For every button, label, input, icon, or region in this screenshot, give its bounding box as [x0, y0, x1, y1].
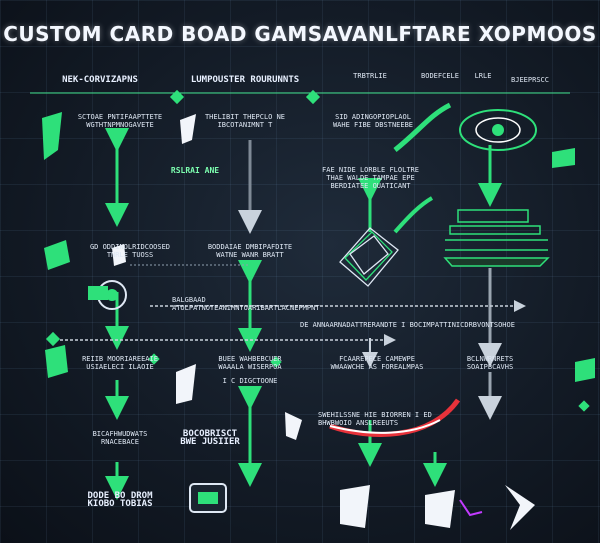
header-5: LRLE: [474, 72, 492, 80]
swoosh-green: [393, 102, 452, 152]
dice-target-icon: [88, 280, 127, 310]
label-11: BUEE WAHBEBCUER WAAALA WISERPOA: [218, 355, 282, 371]
pawn-icon-1: [42, 112, 62, 160]
label-15: SWEHILSSNE HIE BIORREN I ED BHWBWOIO ANS…: [318, 411, 432, 427]
label-1: SCTOAE PNTIFAAPTTETE WGTHTNPMNOGAVETE: [77, 113, 163, 129]
card-shape-3: [505, 485, 535, 530]
label-2: THELIBIT THEPCLO NE IBCOTANIMNT T: [204, 113, 286, 129]
pawn-icon-3: [44, 240, 70, 270]
label-8: BALGBAAD ATOLPATNOTEANIMNTOARIBARTLACNEP…: [172, 296, 320, 312]
label-18: DODE BO DROM KIOBO TOBIAS: [87, 491, 153, 509]
page-title: CUSTOM CARD BOAD GAMSAVANLFTARE XOPMOOS: [3, 22, 597, 46]
header-1: NEK-CORVIZAPNS: [62, 75, 138, 85]
label-13: FCAAREPECE CAMEWPE WWAAWCHE AS FOREALMPA…: [330, 355, 424, 371]
pawn-icon-4: [45, 345, 68, 378]
pawn-icon-7: [552, 148, 575, 168]
label-17: BOCOBRISCT BWE JUSIIER: [180, 429, 240, 447]
label-3: SID ADINGOPIOPLAOL WAHE FIBE DBSTNEEBE: [332, 113, 414, 129]
pawn-icon-5: [176, 364, 196, 404]
label-4: RSLRAI ANE: [170, 166, 220, 175]
pawn-icon-6: [285, 412, 302, 440]
label-7: BODDAIAE DMBIPAFDITE WATNE WANR BRATT: [207, 243, 293, 259]
label-16: BICAFHWUDWATS RNACEBACE: [92, 430, 148, 446]
label-10: REIIB MOORIAREEAIE USIAELECI ILAOIE: [82, 355, 158, 371]
card-stack-icon: [339, 227, 399, 287]
board-platform-icon: [443, 209, 550, 267]
header-6: BJEEPRSCC: [511, 76, 549, 84]
label-12: I C DIGCTOONE: [222, 377, 278, 385]
header-2: LUMPOUSTER ROURUNNTS: [190, 75, 300, 85]
label-5: FAE NIDE LORBLE FLOLTRE THAE WALDE TAMPA…: [322, 166, 419, 190]
card-shape-1: [340, 485, 370, 528]
pawn-icon-2: [180, 114, 196, 144]
label-14: BCLNWRNRETS SOAIPBCAVHS: [466, 355, 514, 371]
label-9: DE ANNAARNADATTRERANDTE I BOCIMPATTINICD…: [300, 321, 515, 329]
label-6: GD ODDINOLRIDCOOSED TNRLE TUOSS: [89, 243, 171, 259]
header-4: BODEFCELE: [421, 72, 459, 80]
card-shape-2: [425, 490, 455, 528]
header-3: TRBTRLIE: [353, 72, 387, 80]
